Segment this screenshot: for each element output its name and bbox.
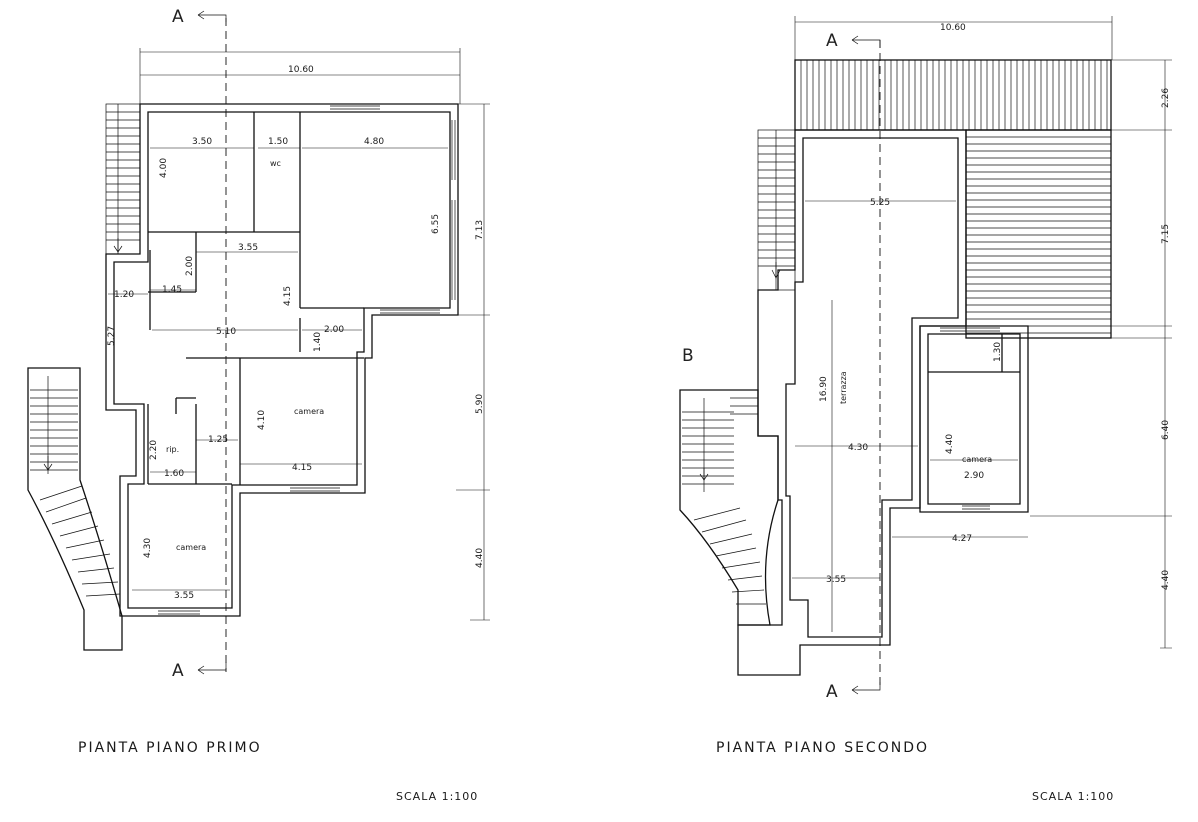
dim-220: 2.20 (149, 440, 159, 460)
plan-piano-primo: A A 10.60 7.13 5.90 4.40 (27, 7, 490, 803)
interior-dim-lines (108, 147, 448, 591)
room-camera-2-2: camera (962, 455, 992, 464)
stair-external-curved (27, 367, 123, 651)
dim-355: 3.55 (238, 243, 258, 253)
dim-440-camera: 4.40 (945, 434, 955, 454)
plan-title-primo: PIANTA PIANO PRIMO (78, 740, 262, 756)
dim-overall-width-2: 10.60 (940, 23, 966, 33)
dim-480: 4.80 (364, 137, 384, 147)
dim-355-2: 3.55 (826, 575, 846, 585)
dim-226: 2.26 (1161, 88, 1171, 108)
dim-150: 1.50 (268, 137, 288, 147)
room-camera-1: camera (294, 407, 324, 416)
overall-dim-lines (139, 48, 461, 104)
plan-piano-secondo: A A B 10.60 (679, 16, 1172, 803)
overall-dim-lines-2 (794, 16, 1113, 60)
plan-title-secondo: PIANTA PIANO SECONDO (716, 740, 929, 756)
partitions (147, 112, 364, 485)
dim-440-2: 4.40 (1161, 570, 1171, 590)
dim-440: 4.40 (475, 548, 485, 568)
dim-120: 1.20 (114, 290, 134, 300)
plan-scale-secondo: SCALA 1:100 (1032, 790, 1114, 803)
right-dim-chain-2 (1030, 59, 1172, 649)
dim-1690: 16.90 (819, 376, 829, 402)
section-label-b: B (682, 346, 694, 366)
dim-510: 5.10 (216, 327, 236, 337)
dim-400: 4.00 (159, 158, 169, 178)
inner-wall (113, 111, 451, 609)
room-terrazza: terrazza (839, 371, 848, 404)
terrace-inner-wall (785, 137, 959, 638)
dim-527: 5.27 (107, 326, 117, 346)
interior-dim-lines-2 (792, 200, 1028, 632)
dim-410: 4.10 (257, 410, 267, 430)
outer-wall (105, 103, 459, 617)
dim-145: 1.45 (162, 285, 182, 295)
dim-525: 5.25 (870, 198, 890, 208)
dim-430: 4.30 (848, 443, 868, 453)
right-dim-chain (456, 103, 490, 621)
dim-415-a: 4.15 (283, 286, 293, 306)
section-arrow-bottom-2 (851, 682, 881, 695)
dim-415-b: 4.15 (292, 463, 312, 473)
plan-scale-primo: SCALA 1:100 (396, 790, 478, 803)
dim-290: 2.90 (964, 471, 984, 481)
dim-350: 3.50 (192, 137, 212, 147)
room-rip: rip. (166, 445, 179, 454)
dim-713: 7.13 (475, 220, 485, 240)
dim-140: 1.40 (313, 332, 323, 352)
dim-125: 1.25 (208, 435, 228, 445)
terrace-outer-wall (737, 129, 967, 676)
stair-external-curved-2 (679, 389, 779, 626)
roof-hatch-right (965, 129, 1112, 339)
stair-upper-left (105, 103, 141, 255)
section-label-a-bottom: A (172, 661, 184, 681)
section-arrow-top (197, 10, 227, 22)
room-wc: wc (270, 159, 281, 168)
stair-upper-left-2 (757, 129, 796, 291)
section-label-a-bottom-2: A (826, 682, 838, 702)
dim-200: 2.00 (185, 256, 195, 276)
dim-200-b: 2.00 (324, 325, 344, 335)
dim-590: 5.90 (475, 394, 485, 414)
dim-715: 7.15 (1161, 224, 1171, 244)
windows (158, 105, 456, 615)
room-camera-2: camera (176, 543, 206, 552)
dim-160: 1.60 (164, 469, 184, 479)
dim-640: 6.40 (1161, 420, 1171, 440)
dim-130: 1.30 (993, 342, 1003, 362)
section-arrow-bottom (197, 662, 227, 675)
dim-430: 4.30 (143, 538, 153, 558)
dim-overall-width: 10.60 (288, 65, 314, 75)
camera-windows (940, 327, 1000, 510)
dim-427: 4.27 (952, 534, 972, 544)
section-arrow-top-2 (851, 35, 881, 48)
dim-355-b: 3.55 (174, 591, 194, 601)
camera-walls (919, 325, 1029, 513)
section-label-a-top: A (172, 7, 184, 27)
dim-655: 6.55 (431, 214, 441, 234)
roof-hatch-top (794, 59, 1112, 131)
section-label-a-top-2: A (826, 31, 838, 51)
